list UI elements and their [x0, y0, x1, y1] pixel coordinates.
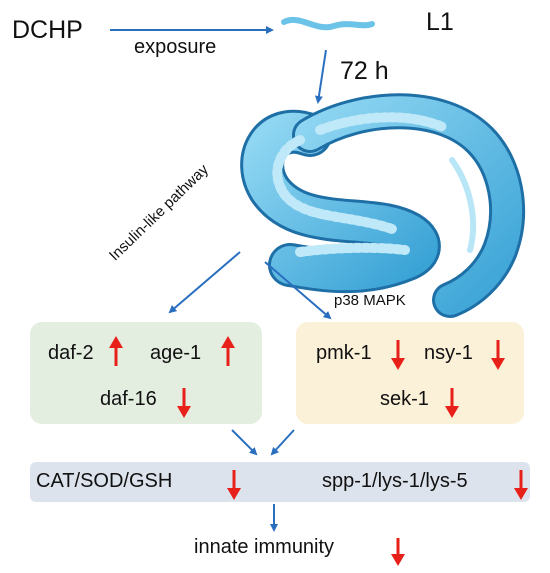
mapk-branch-arrow [264, 261, 332, 320]
mapk-pathway-label: p38 MAPK [334, 292, 406, 309]
time-arrow [314, 49, 327, 104]
sek-1-down-arrow [445, 388, 459, 418]
insulin-pathway-box [30, 322, 262, 424]
l1-stage-label: L1 [426, 8, 454, 36]
gene-age-1: age-1 [150, 342, 202, 364]
duration-label: 72 h [340, 57, 389, 85]
antimicrobial-genes: spp-1/lys-1/lys-5 [322, 470, 468, 492]
regulation-arrows [109, 336, 528, 566]
daf-2-up-arrow [109, 336, 123, 366]
gene-daf-16: daf-16 [100, 388, 157, 410]
insulin-to-output-arrow [231, 429, 258, 456]
daf-16-down-arrow [177, 388, 191, 418]
spp-lys-down-arrow [514, 470, 528, 500]
nsy-1-down-arrow [491, 340, 505, 370]
gene-nsy-1: nsy-1 [424, 342, 473, 364]
compound-label: DCHP [12, 16, 83, 44]
gene-daf-2: daf-2 [48, 342, 94, 364]
output-bar [30, 462, 530, 502]
age-1-up-arrow [221, 336, 235, 366]
innate-immunity-down-arrow [391, 538, 405, 566]
mapk-pathway-box [296, 322, 524, 424]
innate-immunity-label: innate immunity [194, 536, 335, 558]
gene-sek-1: sek-1 [380, 388, 429, 410]
mapk-to-output-arrow [270, 429, 295, 456]
exposure-label: exposure [134, 36, 217, 58]
antioxidant-markers: CAT/SOD/GSH [36, 470, 173, 492]
insulin-branch-arrow [168, 251, 241, 314]
cat-sod-gsh-down-arrow [227, 470, 241, 500]
pmk-1-down-arrow [391, 340, 405, 370]
adult-worm-icon [240, 93, 526, 318]
l1-larva-icon [281, 17, 375, 31]
gene-pmk-1: pmk-1 [316, 342, 372, 364]
